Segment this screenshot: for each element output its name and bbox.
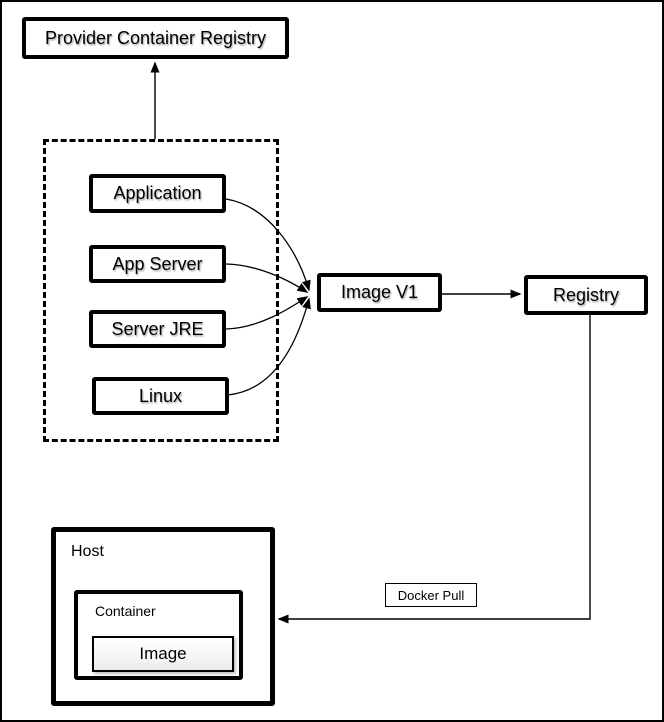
node-image: Image <box>92 636 234 672</box>
node-label: Provider Container Registry <box>44 27 267 48</box>
docker-pull-label-box: Docker Pull <box>385 583 477 607</box>
image-label: Image <box>139 644 187 663</box>
node-label: Registry <box>552 284 619 305</box>
node-label: Server JRE <box>111 318 204 339</box>
node-server-jre: Server JRE <box>89 310 226 348</box>
host-label: Host <box>71 543 104 560</box>
node-label: App Server <box>112 253 203 274</box>
node-app-server: App Server <box>89 245 226 283</box>
node-label: Application <box>113 183 202 203</box>
edge-registry-to-host <box>277 315 591 624</box>
container-label: Container <box>95 603 156 619</box>
node-image-v1: Image V1 <box>317 273 442 312</box>
node-provider-container-registry: Provider Container Registry <box>22 17 289 59</box>
node-linux: Linux <box>92 377 229 415</box>
node-label: Image V1 <box>340 282 419 302</box>
node-label: Linux <box>138 385 183 406</box>
node-registry: Registry <box>524 275 648 315</box>
node-application: Application <box>89 174 226 213</box>
docker-pull-label: Docker Pull <box>397 587 465 603</box>
